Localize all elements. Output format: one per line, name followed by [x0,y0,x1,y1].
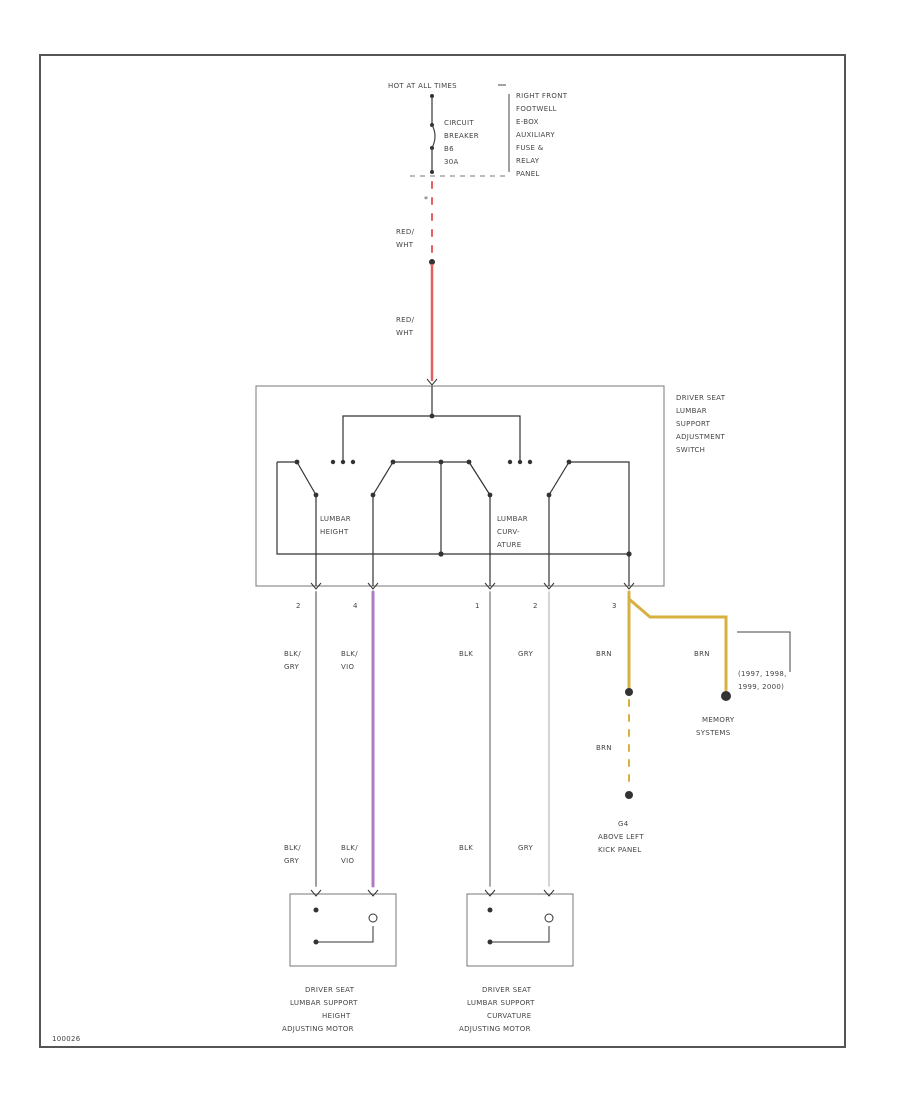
location-label-7: PANEL [516,170,540,178]
height-motor-label-2: LUMBAR SUPPORT [290,999,358,1007]
ground-label-1: G4 [618,820,629,828]
lumbar-height-label-2: HEIGHT [320,528,349,536]
switch-title-3: SUPPORT [676,420,711,428]
hot-at-all-times-label: HOT AT ALL TIMES [388,82,457,90]
wire-pin2-label-2: GRY [284,663,299,671]
location-label-6: RELAY [516,157,540,165]
switch-title-1: DRIVER SEAT [676,394,726,402]
motor-b-left-label: BLK [459,844,473,852]
wire-pin4-label-1: BLK/ [341,650,358,658]
ground-wire-label-a: BRN [596,650,612,658]
motor-icon [544,913,554,923]
breaker-label-2: BREAKER [444,132,479,140]
height-motor: DRIVER SEAT LUMBAR SUPPORT HEIGHT ADJUST… [282,889,397,1033]
switch-title-5: SWITCH [676,446,705,454]
ground-label-2: ABOVE LEFT [598,833,644,841]
lumbar-curvature-label-3: ATURE [497,541,521,549]
feed-upper-label-2: WHT [396,241,414,249]
breaker-label-1: CIRCUIT [444,119,474,127]
height-motor-housing [289,893,397,967]
pin-1: 1 [475,602,480,610]
curvature-motor-label-2: LUMBAR SUPPORT [467,999,535,1007]
lumbar-switch: DRIVER SEAT LUMBAR SUPPORT ADJUSTMENT SW… [255,385,726,610]
switch-title-2: LUMBAR [676,407,707,415]
motor-icon [368,913,378,923]
memory-label-1: MEMORY [702,716,735,724]
height-motor-label-4: ADJUSTING MOTOR [282,1025,354,1033]
wire-pin2-label-1: BLK/ [284,650,301,658]
diagram-frame [39,54,846,1048]
ground-wire-label-b: BRN [596,744,612,752]
pin-3: 3 [612,602,617,610]
location-label-4: AUXILIARY [516,131,555,139]
svg-text:*: * [424,195,428,204]
location-label-5: FUSE & [516,144,544,152]
switch-housing [255,385,665,587]
motor-b-right-label: GRY [518,844,533,852]
breaker-label-4: 30A [444,158,459,166]
pin-4: 4 [353,602,358,610]
wire-pin1-label: BLK [459,650,473,658]
memory-note-2: 1999, 2000) [738,683,784,691]
wire-pin4-label-2: VIO [341,663,354,671]
motor-a-right-label-1: BLK/ [341,844,358,852]
ground-point [625,791,633,799]
curvature-motor-housing [466,893,574,967]
motor-a-left-label-1: BLK/ [284,844,301,852]
curvature-motor-label-3: CURVATURE [487,1012,531,1020]
switch-title-4: ADJUSTMENT [676,433,725,441]
feed-wire: * RED/ WHT RED/ WHT [396,181,438,386]
power-source: HOT AT ALL TIMES CIRCUIT BREAKER B6 30A … [388,82,568,178]
diagram-code: 100026 [52,1035,81,1043]
pin-2-left: 2 [296,602,301,610]
location-label-1: RIGHT FRONT [516,92,568,100]
memory-connector [721,691,731,701]
height-motor-label-3: HEIGHT [322,1012,351,1020]
output-wires: BLK/ GRY BLK/ VIO BLK GRY BLK/ GRY BLK/ … [284,590,550,888]
feed-lower-label-1: RED/ [396,316,415,324]
splice-connector [429,259,435,265]
curvature-motor-label-4: ADJUSTING MOTOR [459,1025,531,1033]
memory-note-1: (1997, 1998, [738,670,787,678]
ground-label-3: KICK PANEL [598,846,641,854]
ground-circuit: BRN BRN BRN G4 ABOVE LEFT KICK PANEL MEM… [596,590,791,854]
breaker-label-3: B6 [444,145,454,153]
location-label-3: E-BOX [516,118,539,126]
wire-pin2b-label: GRY [518,650,533,658]
motor-a-left-label-2: GRY [284,857,299,865]
motor-a-right-label-2: VIO [341,857,354,865]
circuit-breaker-symbol [431,124,436,149]
feed-lower-label-2: WHT [396,329,414,337]
memory-label-2: SYSTEMS [696,729,731,737]
lumbar-height-label-1: LUMBAR [320,515,351,523]
location-label-2: FOOTWELL [516,105,557,113]
feed-upper-label-1: RED/ [396,228,415,236]
ground-splice [625,688,633,696]
curvature-motor-label-1: DRIVER SEAT [482,986,532,994]
height-motor-label-1: DRIVER SEAT [305,986,355,994]
curvature-motor: DRIVER SEAT LUMBAR SUPPORT CURVATURE ADJ… [459,889,574,1033]
pin-2-right: 2 [533,602,538,610]
ground-wire-label-c: BRN [694,650,710,658]
lumbar-curvature-label-1: LUMBAR [497,515,528,523]
lumbar-curvature-label-2: CURV- [497,528,520,536]
